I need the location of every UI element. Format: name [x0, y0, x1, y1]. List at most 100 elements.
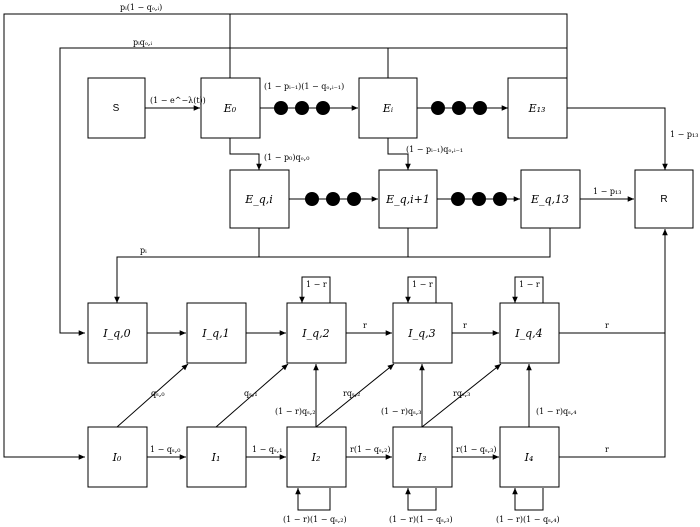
label-rqs3: rqₛ,₃	[453, 389, 470, 398]
edge-labels: pᵢ(1 − qₒ,ᵢ) pᵢqₒ,ᵢ (1 − e^−λ(t)) (1 − p…	[120, 3, 698, 524]
node-iq0-label: I_q,0	[102, 327, 130, 340]
node-iq3-label: I_q,3	[407, 327, 435, 340]
edge-top-outer	[229, 13, 568, 78]
ellipsis-dots	[274, 101, 507, 206]
node-ei: Eᵢ	[358, 77, 418, 139]
edge-ei-eqi1	[387, 138, 411, 170]
node-i1-label: I₁	[211, 451, 221, 464]
label-i4-iq4: (1 − r)qₛ,₄	[536, 407, 577, 416]
node-i2-label: I₂	[311, 451, 321, 464]
node-i4-label: I₄	[524, 451, 534, 464]
loop-iq4	[512, 276, 544, 303]
label-i3-i4: r(1 − qₛ,₃)	[456, 445, 497, 454]
dot	[347, 192, 361, 206]
node-i3: I₃	[392, 426, 453, 488]
edge-top-outer-left	[3, 13, 230, 460]
node-s: S	[87, 77, 146, 139]
label-top1: pᵢ(1 − qₒ,ᵢ)	[120, 3, 162, 12]
node-ei-label: Eᵢ	[382, 102, 393, 115]
node-r: R	[634, 169, 694, 229]
node-iq1: I_q,1	[186, 302, 247, 364]
dot	[472, 192, 486, 206]
dot	[493, 192, 507, 206]
label-rqs2: rqₛ,₂	[343, 389, 360, 398]
node-i0: I₀	[87, 426, 148, 488]
node-iq4-label: I_q,4	[514, 327, 542, 340]
dot	[431, 101, 445, 115]
label-i1-i2: 1 − qₛ,₁	[252, 445, 282, 454]
dot	[452, 101, 466, 115]
label-e13-r: 1 − p₁₃	[670, 130, 698, 139]
label-e0-ei: (1 − pᵢ₋₁)(1 − qₒ,ᵢ₋₁)	[264, 82, 344, 91]
node-iq3: I_q,3	[392, 302, 453, 364]
loop-iq3	[405, 276, 437, 303]
edge-e13-r	[567, 107, 668, 170]
label-self-iq2: 1 − r	[306, 280, 327, 289]
label-iq4-r: r	[605, 321, 609, 330]
node-i3-label: I₃	[417, 451, 427, 464]
node-eqi1: E_q,i+1	[378, 169, 438, 229]
label-eq13-r: 1 − p₁₃	[593, 187, 621, 196]
label-s-e0: (1 − e^−λ(t))	[150, 96, 206, 105]
node-eqi: E_q,i	[229, 169, 290, 229]
edge-i2-iq3	[315, 363, 395, 428]
label-iq2-iq3: r	[363, 321, 367, 330]
dot	[274, 101, 288, 115]
label-self-i2: (1 − r)(1 − qₛ,₂)	[283, 515, 347, 524]
edge-i1-iq2	[215, 363, 289, 428]
node-s-label: S	[113, 103, 120, 114]
node-iq4: I_q,4	[499, 302, 560, 364]
label-i3-iq3: (1 − r)qₛ,₃	[381, 407, 422, 416]
node-iq2: I_q,2	[286, 302, 347, 364]
label-iq3-iq4: r	[463, 321, 467, 330]
edge-i4-r	[559, 229, 668, 458]
loop-i2	[295, 488, 331, 511]
label-top2: pᵢqₒ,ᵢ	[133, 38, 152, 47]
node-iq2-label: I_q,2	[301, 327, 329, 340]
label-i4-r: r	[605, 445, 609, 454]
label-i0-i1: 1 − qₛ,₀	[150, 445, 180, 454]
node-e0: E₀	[200, 77, 261, 139]
loop-iq2	[299, 276, 331, 303]
node-i0-label: I₀	[112, 451, 122, 464]
dot	[326, 192, 340, 206]
dot	[316, 101, 330, 115]
node-i1: I₁	[186, 426, 247, 488]
label-self-i3: (1 − r)(1 − qₛ,₃)	[389, 515, 453, 524]
loop-i3	[405, 488, 437, 511]
label-e0-eqi: (1 − p₀)qₒ,₀	[264, 153, 309, 162]
node-e13-label: E₁₃	[528, 102, 546, 115]
label-self-iq3: 1 − r	[412, 280, 433, 289]
node-e0-label: E₀	[223, 102, 237, 115]
node-eq13-label: E_q,13	[530, 193, 569, 206]
node-eqi1-label: E_q,i+1	[385, 193, 430, 206]
node-iq0: I_q,0	[87, 302, 148, 364]
edge-eq13-down	[114, 228, 551, 303]
label-self-i4: (1 − r)(1 − qₛ,₄)	[496, 515, 560, 524]
node-eqi-label: E_q,i	[244, 193, 273, 206]
label-i2-iq2: (1 − r)qₛ,₂	[275, 407, 316, 416]
dot	[451, 192, 465, 206]
dot	[305, 192, 319, 206]
node-r-label: R	[660, 194, 667, 205]
label-qs0: qₛ,₀	[151, 389, 165, 398]
edge-i3-iq4	[421, 363, 502, 428]
node-i4: I₄	[499, 426, 560, 488]
node-eq13: E_q,13	[520, 169, 581, 229]
nodes: S E₀ Eᵢ E₁₃ E_q,i E_q,i+1 E_q,13 R	[87, 77, 694, 488]
label-qs1: qₛ,₁	[244, 389, 258, 398]
label-i2-i3: r(1 − qₛ,₂)	[350, 445, 391, 454]
edge-i0-iq1	[116, 363, 189, 428]
node-i2: I₂	[286, 426, 347, 488]
node-iq1-label: I_q,1	[201, 327, 229, 340]
label-ei-eqi1: (1 − pᵢ₋₁)qₒ,ᵢ₋₁	[406, 145, 463, 154]
dot	[295, 101, 309, 115]
edge-top-inner	[59, 47, 389, 336]
edge-e0-eqi	[229, 138, 262, 170]
label-self-iq4: 1 − r	[519, 280, 540, 289]
node-e13: E₁₃	[507, 77, 568, 139]
label-pi: pᵢ	[140, 246, 147, 255]
dot	[473, 101, 487, 115]
